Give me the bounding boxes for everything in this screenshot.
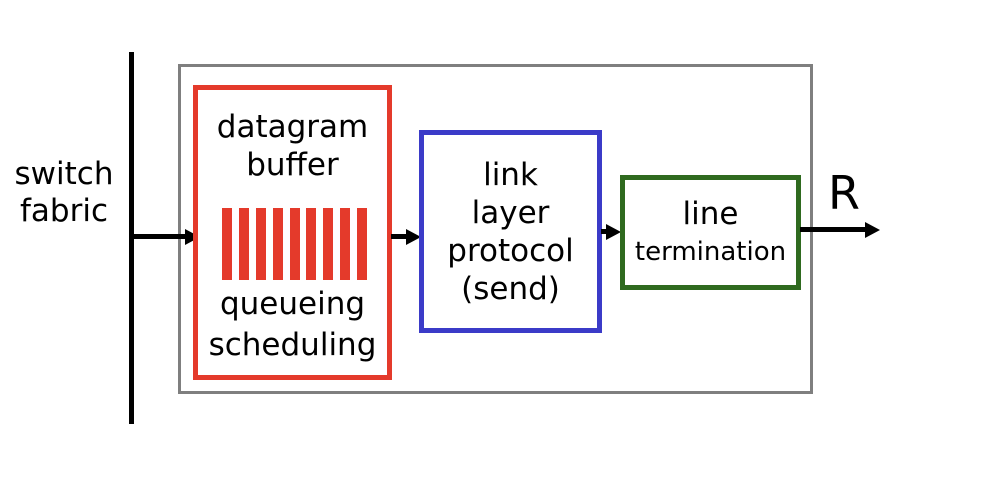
queue-bar	[222, 208, 232, 280]
datagram-buffer-box: datagram buffer queueing scheduling	[193, 85, 392, 380]
arrow-output-shaft	[800, 227, 866, 232]
queue-bar	[306, 208, 317, 280]
switch-fabric-label-line2: fabric	[20, 193, 108, 229]
arrow-buffer-to-linklayer-head	[406, 229, 421, 245]
queue-bar	[255, 208, 266, 280]
queue-bar	[272, 208, 283, 280]
link-layer-line2: layer	[471, 194, 550, 231]
line-termination-box: line termination	[620, 175, 801, 290]
datagram-queue-bars	[222, 208, 367, 280]
queue-bar	[238, 208, 249, 280]
link-layer-line3: protocol	[447, 232, 574, 269]
switch-fabric-label-line1: switch	[14, 156, 114, 192]
queueing-scheduling-label: queueing scheduling	[198, 284, 387, 366]
datagram-buffer-title: datagram buffer	[198, 108, 387, 184]
link-layer-protocol-box: link layer protocol (send)	[419, 130, 602, 333]
queueing-label: queueing	[219, 286, 366, 322]
link-layer-line4: (send)	[461, 270, 560, 307]
scheduling-label: scheduling	[208, 327, 377, 363]
queue-bar	[357, 208, 367, 280]
arrow-buffer-to-linklayer-shaft	[391, 234, 407, 239]
line-termination-line2: termination	[634, 236, 787, 267]
queue-bar	[289, 208, 300, 280]
rate-label: R	[828, 166, 860, 220]
queue-bar	[340, 208, 351, 280]
arrow-output-head	[865, 222, 880, 238]
arrow-linklayer-to-termination-head	[606, 224, 621, 240]
link-layer-line1: link	[483, 156, 538, 193]
line-termination-line1: line	[682, 195, 739, 232]
queue-bar	[323, 208, 334, 280]
datagram-buffer-title-line1: datagram	[216, 109, 369, 145]
arrow-linklayer-to-termination-shaft	[601, 229, 608, 234]
switch-fabric-line	[129, 52, 134, 424]
arrow-fabric-to-buffer-shaft	[133, 234, 186, 239]
datagram-buffer-title-line2: buffer	[246, 147, 339, 183]
switch-fabric-label: switch fabric	[6, 156, 122, 230]
